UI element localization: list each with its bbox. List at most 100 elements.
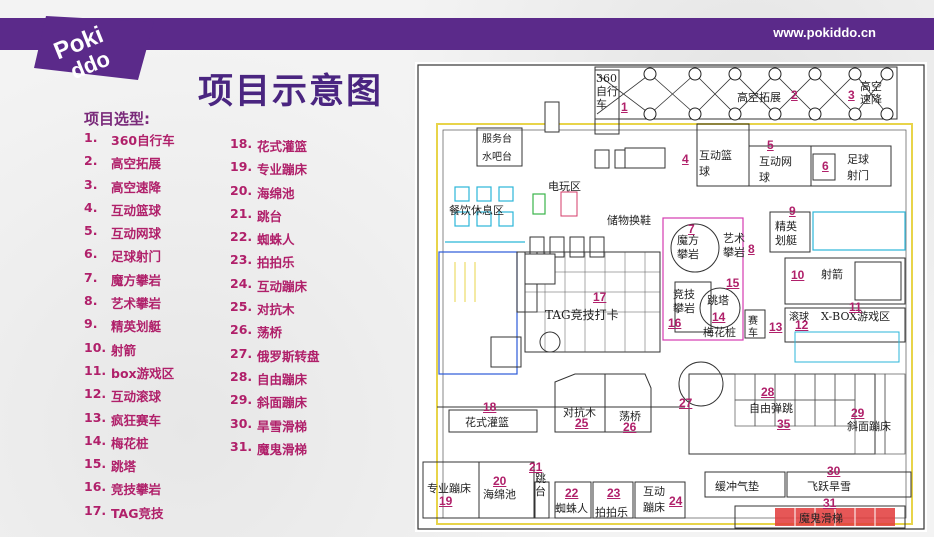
marker-22: 22 (565, 486, 579, 500)
marker-29: 29 (851, 406, 865, 420)
label-high-ropes: 高空拓展 (737, 91, 781, 104)
list-item: 28.自由蹦床 (230, 368, 308, 387)
marker-26: 26 (623, 420, 637, 434)
list-item: 24.互动蹦床 (230, 275, 308, 294)
marker-4: 4 (682, 152, 689, 166)
list-item: 31.魔鬼滑梯 (230, 438, 308, 457)
marker-6: 6 (822, 159, 829, 173)
label-tag: TAG竞技打卡 (545, 308, 619, 322)
marker-17: 17 (593, 290, 607, 304)
marker-11: 11 (849, 300, 862, 314)
label-joust: 对抗木 (563, 406, 596, 419)
list-item: 17.TAG竞技 (84, 502, 164, 521)
header-bar (0, 18, 934, 50)
label-rowing: 精英划艇 (775, 220, 797, 247)
label-comp-climb: 竞技攀岩 (673, 288, 695, 315)
marker-21: 21 (529, 460, 543, 474)
label-zipline: 高空速降 (860, 80, 882, 106)
marker-31: 31 (823, 496, 837, 510)
list-item: 21.跳台 (230, 205, 283, 224)
label-storage: 储物换鞋 (607, 214, 651, 227)
label-platform: 跳台 (535, 472, 546, 498)
marker-16: 16 (668, 316, 682, 330)
list-item: 18.花式灌篮 (230, 136, 308, 154)
marker-5: 5 (767, 138, 774, 152)
marker-27: 27 (679, 396, 693, 410)
list-item: 12.互动滚球 (84, 386, 162, 405)
list-item: 2.高空拓展 (84, 153, 162, 172)
selection-heading: 项目选型: (84, 110, 150, 128)
marker-28: 28 (761, 385, 775, 399)
label-cushion: 缓冲气垫 (715, 480, 759, 493)
marker-9: 9 (789, 204, 796, 218)
marker-1: 1 (621, 100, 628, 114)
marker-10: 10 (791, 268, 805, 282)
list-item: 5.互动网球 (84, 223, 162, 242)
marker-35: 35 (777, 417, 791, 431)
list-item: 27.俄罗斯转盘 (230, 345, 320, 364)
list-item: 19.专业蹦床 (230, 159, 308, 178)
list-item: 30.旱雪滑梯 (230, 415, 308, 434)
marker-15: 15 (726, 276, 740, 290)
list-item: 16.竞技攀岩 (84, 479, 162, 498)
list-item: 11.box游戏区 (84, 362, 175, 381)
label-devil: 魔鬼滑梯 (799, 512, 843, 525)
label-art-climb: 艺术攀岩 (723, 232, 745, 259)
floor-plan: 360自行车 高空拓展 高空速降 服务台 水吧台 电玩区 餐饮休息区 储物换鞋 … (415, 62, 927, 532)
marker-18: 18 (483, 400, 497, 414)
marker-12: 12 (795, 318, 809, 332)
label-pro-tramp: 专业蹦床 (427, 482, 471, 495)
label-spider: 蜘蛛人 (555, 502, 588, 515)
list-item: 3.高空速降 (84, 176, 162, 195)
marker-25: 25 (575, 416, 589, 430)
marker-13: 13 (769, 320, 783, 334)
marker-20: 20 (493, 474, 507, 488)
label-tennis: 互动网球 (759, 155, 792, 184)
label-free-tramp: 自由弹跳 (749, 402, 793, 415)
label-ball: 滚球 (789, 312, 809, 323)
list-item: 1.360自行车 (84, 130, 175, 148)
list-item: 14.梅花桩 (84, 432, 149, 451)
list-item: 23.拍拍乐 (230, 252, 295, 271)
label-jump-tower: 跳塔 (707, 294, 729, 307)
list-item: 22.蜘蛛人 (230, 229, 295, 248)
marker-14: 14 (712, 310, 726, 324)
label-inter-tramp: 互动蹦床 (643, 485, 665, 514)
label-archery: 射箭 (821, 268, 843, 281)
label-lounge: 餐饮休息区 (449, 204, 504, 217)
marker-7: 7 (688, 222, 695, 236)
pokiddo-logo: Poki ddo (34, 16, 154, 84)
list-item: 25.对抗木 (230, 299, 295, 318)
label-xbox: X-BOX游戏区 (821, 310, 891, 323)
label-basketball: 互动篮球 (699, 149, 732, 178)
item-list-right: 18.花式灌篮 19.专业蹦床 20.海绵池 21.跳台 22.蜘蛛人 23.拍… (230, 136, 320, 462)
label-swing-bridge: 荡桥 (619, 410, 641, 423)
label-cube-climb: 魔方攀岩 (677, 234, 699, 261)
floor-plan-drawing (417, 64, 925, 530)
label-slope-tramp: 斜面蹦床 (847, 420, 891, 433)
list-item: 15.跳塔 (84, 456, 137, 475)
marker-8: 8 (748, 242, 755, 256)
marker-24: 24 (669, 494, 683, 508)
label-pat: 拍拍乐 (595, 506, 628, 519)
marker-2: 2 (791, 88, 798, 102)
list-item: 6.足球射门 (84, 246, 162, 265)
list-item: 4.互动篮球 (84, 199, 162, 218)
label-arcade: 电玩区 (548, 180, 581, 193)
list-item: 26.荡桥 (230, 322, 283, 341)
item-list-left: 1.360自行车 2.高空拓展 3.高空速降 4.互动篮球 5.互动网球 6.足… (84, 130, 175, 526)
list-item: 7.魔方攀岩 (84, 269, 162, 288)
marker-30: 30 (827, 464, 841, 478)
list-item: 10.射箭 (84, 339, 137, 358)
website-url[interactable]: www.pokiddo.cn (773, 25, 876, 40)
marker-3: 3 (848, 88, 855, 102)
label-foam-pit: 海绵池 (483, 488, 516, 501)
label-racing: 赛车 (748, 316, 758, 339)
label-snow: 飞跃旱雪 (807, 480, 851, 493)
label-service: 服务台 (482, 134, 512, 145)
list-item: 13.疯狂赛车 (84, 409, 162, 428)
label-plum: 梅花桩 (703, 326, 736, 339)
label-water-bar: 水吧台 (482, 152, 512, 163)
label-dunk: 花式灌篮 (465, 416, 509, 429)
page-title: 项目示意图 (198, 72, 384, 112)
